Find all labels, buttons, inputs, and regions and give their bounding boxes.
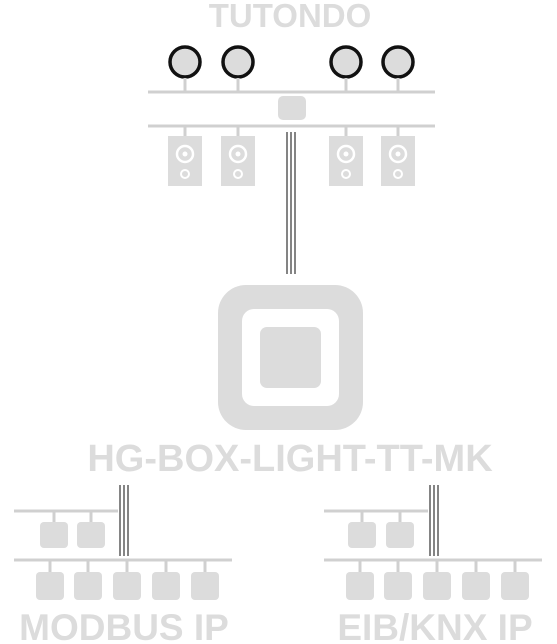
device-module-icon (462, 572, 490, 600)
wire-gateway-to-knx (429, 485, 439, 556)
device-module-icon (386, 522, 414, 548)
volume-knob-icon (381, 45, 415, 92)
volume-knob-icon (221, 45, 255, 92)
device-module-icon (346, 572, 374, 600)
device-module-icon (74, 572, 102, 600)
device-module-icon (36, 572, 64, 600)
knx-network (324, 485, 542, 600)
device-module-icon (152, 572, 180, 600)
device-module-icon (191, 572, 219, 600)
device-module-icon (348, 522, 376, 548)
wire-gateway-to-modbus (119, 485, 129, 556)
speaker-group (168, 126, 415, 186)
speaker-icon (381, 126, 415, 186)
device-module-icon (77, 522, 105, 548)
knx-label: EIB/KNX IP (337, 607, 532, 644)
speaker-icon (329, 126, 363, 186)
volume-knob-icon (168, 45, 202, 92)
device-module-icon (423, 572, 451, 600)
wire-top-to-gateway (286, 132, 296, 274)
speaker-icon (168, 126, 202, 186)
modbus-network (14, 485, 232, 600)
speaker-icon (221, 126, 255, 186)
device-module-icon (113, 572, 141, 600)
device-module-icon (40, 522, 68, 548)
gateway-label: HG-BOX-LIGHT-TT-MK (87, 438, 493, 480)
device-module-icon (384, 572, 412, 600)
modbus-label: MODBUS IP (19, 607, 229, 644)
controller-module-icon (278, 96, 306, 120)
gateway-box-icon (218, 285, 363, 430)
knob-group (168, 45, 415, 92)
device-module-icon (501, 572, 529, 600)
volume-knob-icon (329, 45, 363, 92)
tutondo-label: TUTONDO (209, 0, 372, 34)
